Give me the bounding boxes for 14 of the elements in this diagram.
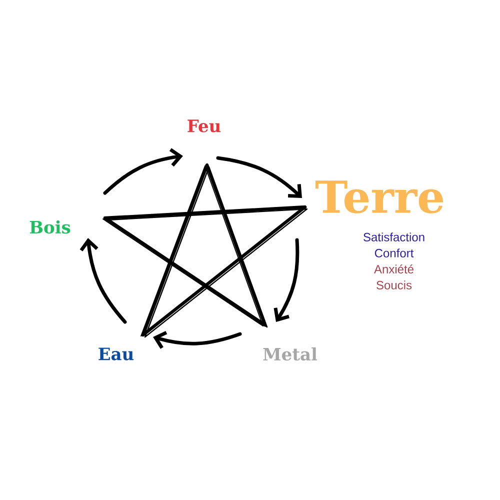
element-label: Bois (30, 220, 70, 234)
note-text: Anxiété (374, 264, 414, 274)
note-text: Confort (374, 248, 414, 258)
arrow (80, 238, 127, 324)
element-label: Metal (263, 347, 318, 361)
note-text: Satisfaction (364, 232, 424, 242)
arrow (216, 156, 302, 198)
arrow (153, 330, 242, 349)
element-label: Eau (98, 348, 134, 360)
note-text: Soucis (376, 280, 412, 290)
arrow (274, 238, 300, 322)
element-label: Feu (188, 120, 221, 132)
element-label: Terre (315, 180, 444, 214)
arrow (103, 148, 183, 195)
